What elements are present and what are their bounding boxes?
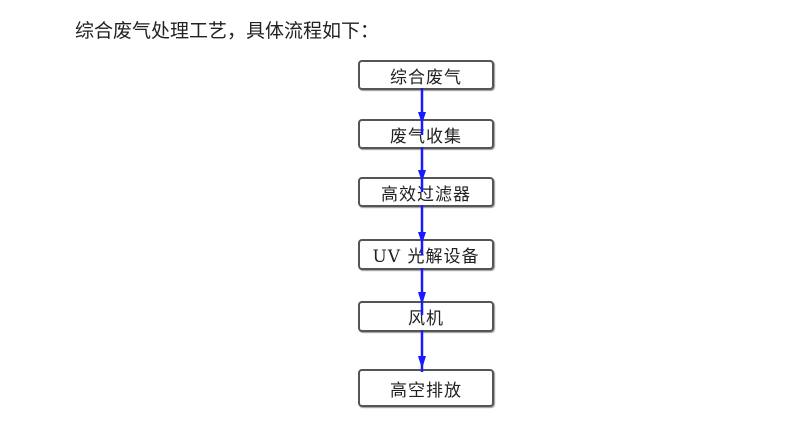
flow-step-fan: 风机 [358, 301, 494, 332]
flow-step-waste-gas: 综合废气 [358, 60, 494, 90]
flow-step-uv-photolysis: UV 光解设备 [358, 239, 494, 270]
arrow-head-5 [418, 356, 426, 369]
flow-step-hepa-filter: 高效过滤器 [358, 177, 494, 207]
arrow-head-4 [418, 292, 426, 305]
arrow-head-3 [418, 232, 426, 244]
arrow-head-2 [418, 170, 426, 182]
intro-heading: 综合废气处理工艺，具体流程如下： [75, 20, 380, 42]
flow-step-high-altitude-emission: 高空排放 [358, 369, 494, 407]
flow-step-gas-collection: 废气收集 [358, 119, 494, 149]
arrow-head-1 [418, 112, 426, 124]
